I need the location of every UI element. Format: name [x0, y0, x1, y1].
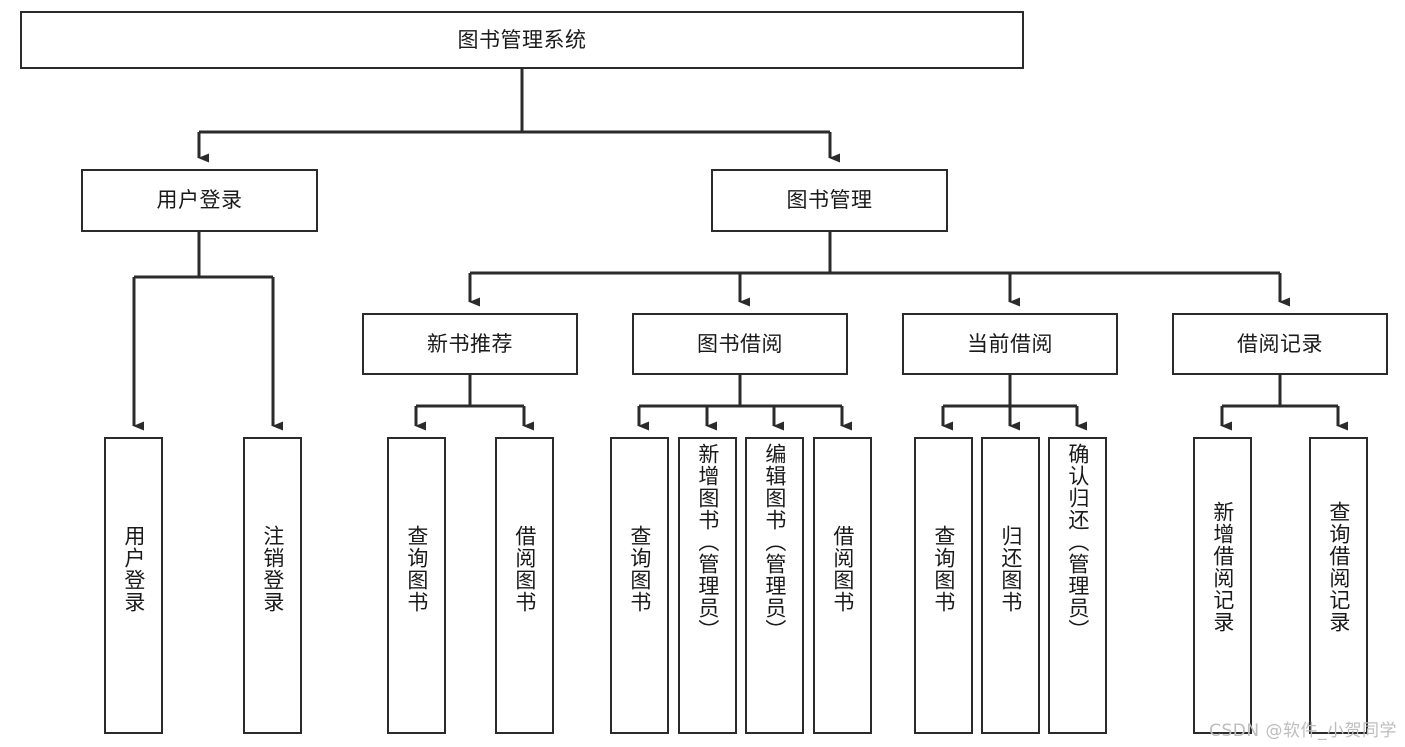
- node-label: 编辑图书（管理员）: [762, 443, 787, 641]
- node-label: 借阅图书: [830, 525, 855, 613]
- node-label: 归还图书: [998, 525, 1023, 613]
- node-label: 图书管理: [786, 188, 873, 213]
- node-leaf-add-record[interactable]: 新增借阅记录: [1193, 437, 1252, 734]
- csdn-watermark: CSDN @软件_小贺同学: [1209, 721, 1397, 741]
- node-label: 查询借阅记录: [1326, 501, 1351, 633]
- node-label: 图书管理系统: [457, 27, 587, 52]
- node-leaf-borrow-book-1[interactable]: 借阅图书: [495, 437, 554, 734]
- node-label: 确认归还（管理员）: [1065, 443, 1090, 641]
- node-label: 图书借阅: [697, 331, 783, 356]
- node-leaf-confirm-return[interactable]: 确认归还（管理员）: [1048, 437, 1107, 734]
- node-leaf-query-book-2[interactable]: 查询图书: [610, 437, 669, 734]
- node-leaf-query-record[interactable]: 查询借阅记录: [1309, 437, 1368, 734]
- node-label: 查询图书: [931, 525, 956, 613]
- node-leaf-logout[interactable]: 注销登录: [243, 437, 302, 734]
- node-user-login[interactable]: 用户登录: [81, 169, 318, 232]
- node-root-system[interactable]: 图书管理系统: [20, 11, 1024, 69]
- node-label: 新增图书（管理员）: [695, 443, 720, 641]
- node-label: 注销登录: [260, 525, 285, 613]
- node-current-borrow[interactable]: 当前借阅: [902, 313, 1118, 375]
- node-leaf-return-book[interactable]: 归还图书: [981, 437, 1040, 734]
- node-label: 借阅记录: [1237, 331, 1323, 356]
- node-label: 借阅图书: [512, 525, 537, 613]
- node-label: 用户登录: [156, 188, 243, 213]
- node-leaf-add-book[interactable]: 新增图书（管理员）: [678, 437, 737, 734]
- node-leaf-query-book-1[interactable]: 查询图书: [387, 437, 446, 734]
- node-label: 当前借阅: [967, 331, 1053, 356]
- node-leaf-query-book-3[interactable]: 查询图书: [914, 437, 973, 734]
- node-label: 查询图书: [627, 525, 652, 613]
- node-label: 新增借阅记录: [1210, 501, 1235, 633]
- node-book-manage[interactable]: 图书管理: [711, 169, 948, 232]
- node-borrow-record[interactable]: 借阅记录: [1172, 313, 1388, 375]
- node-leaf-user-login[interactable]: 用户登录: [104, 437, 163, 734]
- node-book-borrow[interactable]: 图书借阅: [632, 313, 848, 375]
- node-leaf-borrow-book-2[interactable]: 借阅图书: [813, 437, 872, 734]
- node-label: 查询图书: [404, 525, 429, 613]
- node-label: 新书推荐: [427, 331, 513, 356]
- node-label: 用户登录: [121, 525, 146, 613]
- node-leaf-edit-book[interactable]: 编辑图书（管理员）: [745, 437, 804, 734]
- node-new-book-recommend[interactable]: 新书推荐: [362, 313, 578, 375]
